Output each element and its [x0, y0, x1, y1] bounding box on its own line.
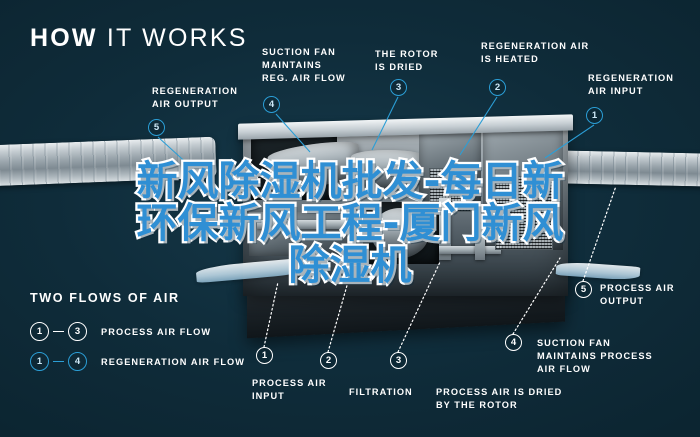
callout-process-air-output: PROCESS AIR OUTPUT — [600, 283, 675, 307]
legend-marker-to: 3 — [68, 322, 87, 341]
callout-suction-fan-process: SUCTION FAN MAINTAINS PROCESS AIR FLOW — [537, 338, 653, 375]
watermark-line-3: 除湿机 — [286, 241, 414, 289]
legend-marker-from: 1 — [30, 322, 49, 341]
callout-suction-fan-regeneration: SUCTION FAN MAINTAINS REG. AIR FLOW — [262, 47, 346, 84]
callout-regeneration-air-input: REGENERATION AIR INPUT — [588, 73, 674, 97]
page-title-bold: HOW — [30, 24, 98, 52]
legend-marker-to: 4 — [68, 352, 87, 371]
legend-label-regeneration-air-flow: REGENERATION AIR FLOW — [101, 356, 246, 367]
page-title-light: IT WORKS — [106, 24, 248, 52]
callout-filtration: FILTRATION — [349, 387, 413, 397]
legend-row-process: 1 3 PROCESS AIR FLOW — [30, 322, 211, 341]
marker-2-regeneration-heated[interactable]: 2 — [489, 79, 506, 96]
legend-dash-icon — [53, 360, 64, 363]
marker-4-suction-fan-process[interactable]: 4 — [505, 334, 522, 351]
legend-label-process-air-flow: PROCESS AIR FLOW — [101, 326, 212, 337]
marker-3-process-dried[interactable]: 3 — [390, 352, 407, 369]
legend-dash-icon — [53, 330, 64, 333]
marker-1-regeneration-input[interactable]: 1 — [586, 107, 603, 124]
marker-5-process-output[interactable]: 5 — [575, 281, 592, 298]
callout-rotor-is-dried: THE ROTOR IS DRIED — [375, 49, 439, 73]
page-title: HOW IT WORKS — [30, 26, 248, 51]
watermark-line-2: 环保新风工程-厦门新风 — [134, 199, 566, 247]
callout-regeneration-air-heated: REGENERATION AIR IS HEATED — [481, 41, 590, 65]
marker-1-process-input[interactable]: 1 — [256, 347, 273, 364]
legend-marker-from: 1 — [30, 352, 49, 371]
callout-process-air-dried: PROCESS AIR IS DRIED BY THE ROTOR — [436, 387, 563, 411]
marker-5-regeneration-output[interactable]: 5 — [148, 119, 165, 136]
marker-2-filtration[interactable]: 2 — [320, 352, 337, 369]
legend-title: TWO FLOWS OF AIR — [30, 291, 180, 305]
watermark-line-1: 新风除湿机批发-每日新 — [134, 157, 566, 205]
callout-process-air-input: PROCESS AIR INPUT — [252, 378, 327, 402]
marker-4-suction-fan-regeneration[interactable]: 4 — [263, 96, 280, 113]
marker-3-rotor-dried[interactable]: 3 — [390, 79, 407, 96]
callout-regeneration-air-output: REGENERATION AIR OUTPUT — [152, 86, 238, 110]
legend-row-regeneration: 1 4 REGENERATION AIR FLOW — [30, 352, 245, 371]
